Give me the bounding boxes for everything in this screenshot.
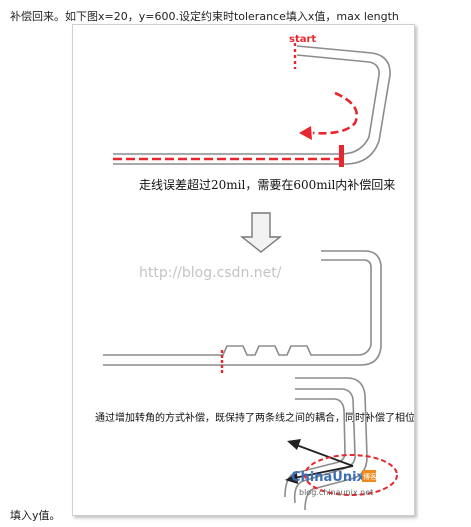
trace-inner-top bbox=[113, 54, 380, 155]
caption-bottom: 通过增加转角的方式补偿，既保持了两条线之间的耦合，同时补偿了相位差。 bbox=[95, 411, 414, 424]
pointer-arrow-1 bbox=[290, 442, 354, 467]
pointer-arrowhead-2 bbox=[285, 473, 298, 484]
down-arrow-icon bbox=[239, 212, 283, 253]
trace-outer-top bbox=[113, 45, 391, 165]
pointer-arrow-2 bbox=[288, 465, 354, 480]
trace-inner-bottom bbox=[293, 388, 356, 504]
trace-inner-middle bbox=[103, 259, 372, 356]
trace-outer-middle bbox=[103, 250, 382, 366]
logo-subtext: blog.chinaunix.net bbox=[299, 488, 373, 497]
caption-top: 走线误差超过20mil，需要在600mil内补偿回来 bbox=[139, 177, 395, 192]
intro-text: 补偿回来。如下图x=20，y=600.设定约束时tolerance填入x值，ma… bbox=[10, 10, 399, 23]
watermark-text: http://blog.csdn.net/ bbox=[139, 265, 282, 281]
figure-image: start 走线误差超过20mil，需要在600mil内补偿回来 http://… bbox=[72, 24, 415, 516]
logo-text: ChinaUnix bbox=[291, 470, 366, 485]
u-turn-arrowhead bbox=[299, 126, 312, 140]
u-turn-arrow-path bbox=[312, 91, 359, 135]
highlight-ellipse bbox=[304, 454, 398, 496]
start-label: start bbox=[289, 34, 316, 45]
error-marker bbox=[339, 145, 344, 167]
logo-badge bbox=[362, 470, 376, 482]
logo-badge-text: 博客 bbox=[363, 472, 377, 481]
figure-svg: start 走线误差超过20mil，需要在600mil内补偿回来 http://… bbox=[95, 34, 414, 511]
outro-text: 填入y值。 bbox=[10, 509, 61, 522]
pointer-arrowhead-1 bbox=[287, 439, 301, 450]
